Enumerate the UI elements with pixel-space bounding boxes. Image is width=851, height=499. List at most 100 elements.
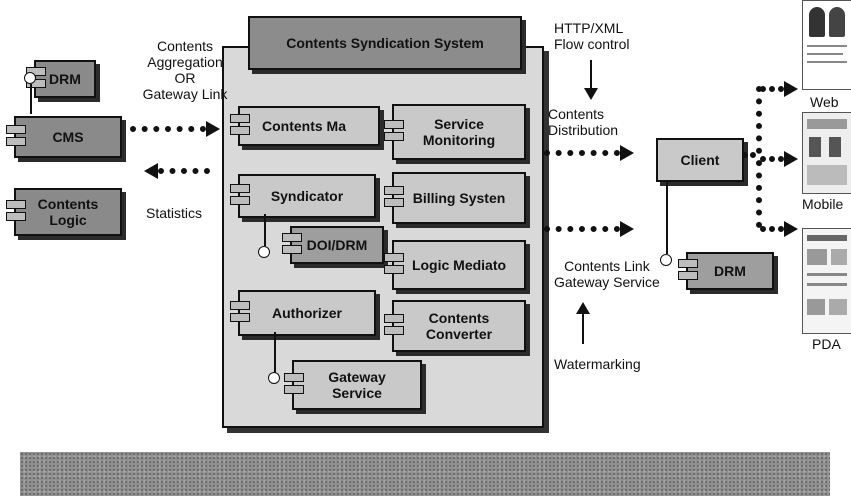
component-tabs-icon <box>6 197 26 227</box>
gateway-dotted-line <box>544 226 620 232</box>
authorizer-label: Authorizer <box>272 305 342 321</box>
drm-interface-icon <box>24 72 36 84</box>
contents-link-line-1: Contents Link <box>564 258 650 274</box>
web-label: Web <box>810 94 839 110</box>
mobile-device-image <box>802 112 851 194</box>
client-web-dotted <box>742 152 756 158</box>
service-monitoring-line-1: Service <box>434 116 484 132</box>
drm-left-label: DRM <box>49 71 81 87</box>
service-monitoring-label: Service Monitoring <box>423 116 495 148</box>
http-xml-line-1: HTTP/XML <box>554 20 624 36</box>
service-monitoring-component[interactable]: Service Monitoring <box>384 104 526 160</box>
aggregation-arrow-icon <box>206 121 220 137</box>
gateway-service-line-2: Service <box>332 385 382 401</box>
component-tabs-icon <box>26 64 46 94</box>
component-tabs-icon <box>384 183 404 213</box>
mobile-label: Mobile <box>802 196 844 212</box>
distribution-arrow-icon <box>620 145 634 161</box>
statistics-label: Statistics <box>146 205 203 221</box>
component-tabs-icon <box>282 230 302 260</box>
client-drm-interface-icon <box>660 254 672 266</box>
http-down-arrow-icon <box>584 88 598 100</box>
web-arrow-icon <box>784 81 798 97</box>
system-title: Contents Syndication System <box>248 16 522 70</box>
footer-band <box>20 452 830 496</box>
logic-mediator-label: Logic Mediato <box>411 257 507 273</box>
gateway-service-line-1: Gateway <box>328 369 386 385</box>
drm-right-label: DRM <box>714 263 746 279</box>
device-bus-line <box>756 86 762 228</box>
component-tabs-icon <box>6 122 26 152</box>
http-arrow-shaft <box>590 60 592 90</box>
authorizer-component[interactable]: Authorizer <box>230 290 376 336</box>
distribution-line-1: Contents <box>548 106 605 122</box>
pda-device-image <box>802 228 851 334</box>
cms-label: CMS <box>52 129 84 145</box>
aggregation-dotted-line <box>130 126 206 132</box>
distribution-line-2: Distribution <box>548 122 619 138</box>
logic-mediator-component[interactable]: Logic Mediato <box>384 240 526 290</box>
pda-arrow-icon <box>784 221 798 237</box>
web-dotted-line <box>760 86 784 92</box>
statistics-dotted-line <box>158 168 210 174</box>
watermarking-label: Watermarking <box>554 356 641 372</box>
syndicator-doi-connector <box>264 214 266 246</box>
contents-logic-label: Contents Logic <box>38 196 99 228</box>
contents-converter-label: Contents Converter <box>426 310 492 342</box>
component-tabs-icon <box>384 250 404 280</box>
component-tabs-icon <box>284 370 304 400</box>
client-label: Client <box>680 152 720 168</box>
contents-logic-line-2: Logic <box>49 212 87 228</box>
contents-converter-line-1: Contents <box>428 310 490 326</box>
contents-manager-label: Contents Ma <box>262 118 346 134</box>
client-drm-connector <box>666 180 668 254</box>
cms-component[interactable]: CMS <box>6 116 122 158</box>
billing-system-component[interactable]: Billing Systen <box>384 172 526 224</box>
pda-label: PDA <box>812 336 841 352</box>
aggregation-line-3: OR <box>174 70 196 86</box>
drm-left-component[interactable]: DRM <box>26 60 96 98</box>
doi-drm-label: DOI/DRM <box>306 237 368 253</box>
contents-converter-component[interactable]: Contents Converter <box>384 300 526 352</box>
aggregation-line-2: Aggregation <box>147 54 223 70</box>
pda-dotted-line <box>760 226 784 232</box>
contents-link-label: Contents Link Gateway Service <box>554 258 660 290</box>
doi-drm-component[interactable]: DOI/DRM <box>282 226 384 264</box>
contents-link-line-2: Gateway Service <box>554 274 660 290</box>
service-monitoring-line-2: Monitoring <box>422 132 496 148</box>
drm-right-component[interactable]: DRM <box>678 252 774 290</box>
component-tabs-icon <box>384 311 404 341</box>
client-component[interactable]: Client <box>656 138 744 182</box>
drm-cms-connector <box>30 84 32 114</box>
gateway-service-label: Gateway Service <box>328 369 386 401</box>
syndicator-component[interactable]: Syndicator <box>230 174 376 218</box>
contents-converter-line-2: Converter <box>425 326 493 342</box>
aggregation-line-1: Contents <box>156 38 214 54</box>
component-tabs-icon <box>230 181 250 211</box>
contents-logic-component[interactable]: Contents Logic <box>6 188 122 236</box>
http-xml-label: HTTP/XML Flow control <box>554 20 629 52</box>
syndicator-label: Syndicator <box>270 188 344 204</box>
aggregation-line-4: Gateway Link <box>142 86 228 102</box>
gateway-service-component[interactable]: Gateway Service <box>284 360 422 410</box>
web-device-image <box>802 0 851 90</box>
billing-system-label: Billing Systen <box>412 190 506 206</box>
mobile-dotted-line <box>760 156 784 162</box>
gateway-arrow-icon <box>620 221 634 237</box>
statistics-arrow-icon <box>144 163 158 179</box>
contents-logic-line-1: Contents <box>37 196 99 212</box>
contents-manager-component[interactable]: Contents Ma <box>230 106 380 146</box>
aggregation-label: Contents Aggregation OR Gateway Link <box>130 38 240 102</box>
distribution-dotted-line <box>544 150 620 156</box>
component-tabs-icon <box>230 298 250 328</box>
component-tabs-icon <box>678 256 698 286</box>
component-tabs-icon <box>384 117 404 147</box>
mobile-arrow-icon <box>784 151 798 167</box>
system-title-text: Contents Syndication System <box>286 35 484 51</box>
gateway-interface-icon <box>268 372 280 384</box>
authorizer-gateway-connector <box>274 332 276 374</box>
watermark-up-arrow-icon <box>576 302 590 314</box>
watermark-arrow-shaft <box>582 312 584 344</box>
http-xml-line-2: Flow control <box>554 36 630 52</box>
doi-drm-interface-icon <box>258 246 270 258</box>
